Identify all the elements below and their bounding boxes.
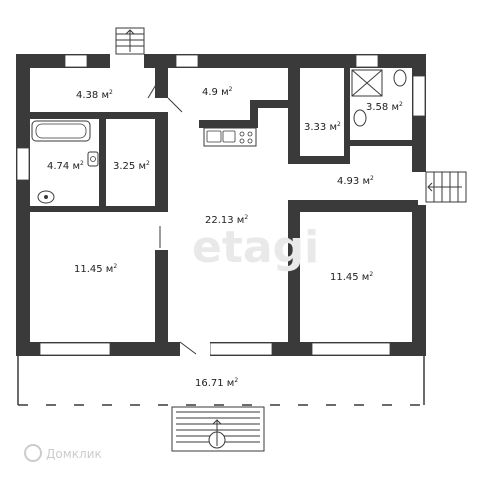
room-area-vestibule: 4.93 м2: [337, 175, 374, 187]
room-area-living-kitchen: 22.13 м2: [205, 214, 248, 226]
room-area-terrace: 16.71 м2: [195, 377, 238, 389]
room-area-bedroom-right: 11.45 м2: [330, 271, 373, 283]
bathtub-icon: [31, 120, 91, 142]
watermark: etagi: [192, 222, 319, 273]
toilet-icon: [37, 190, 55, 204]
terrace-outline: [17, 356, 425, 406]
kitchen-counter-icon: [203, 127, 257, 147]
room-area-bathroom-right: 3.58 м2: [366, 101, 403, 113]
door-leaves: [70, 77, 392, 355]
room-area-storage-right: 3.33 м2: [304, 121, 341, 133]
shower-icon: [351, 69, 383, 97]
toilet-icon: [393, 69, 407, 87]
room-area-bathroom-left: 4.74 м2: [47, 160, 84, 172]
room-area-bedroom-left: 11.45 м2: [74, 263, 117, 275]
sink-icon: [353, 109, 367, 127]
brand-text: Домклик: [46, 447, 102, 461]
room-area-storage-left: 3.25 м2: [113, 160, 150, 172]
room-labels: 4.38 м2 4.9 м2 3.33 м2 3.58 м2 4.74 м2 3…: [47, 86, 403, 389]
windows: [16, 54, 426, 356]
entrance-stairs-right: [425, 171, 467, 203]
entrance-stairs-top: [115, 27, 145, 55]
room-area-corridor: 4.9 м2: [202, 86, 233, 98]
entrance-stairs-bottom: [171, 406, 265, 452]
room-area-hall: 4.38 м2: [76, 89, 113, 101]
brand-logo: Домклик: [24, 444, 102, 462]
sink-icon: [87, 151, 99, 167]
